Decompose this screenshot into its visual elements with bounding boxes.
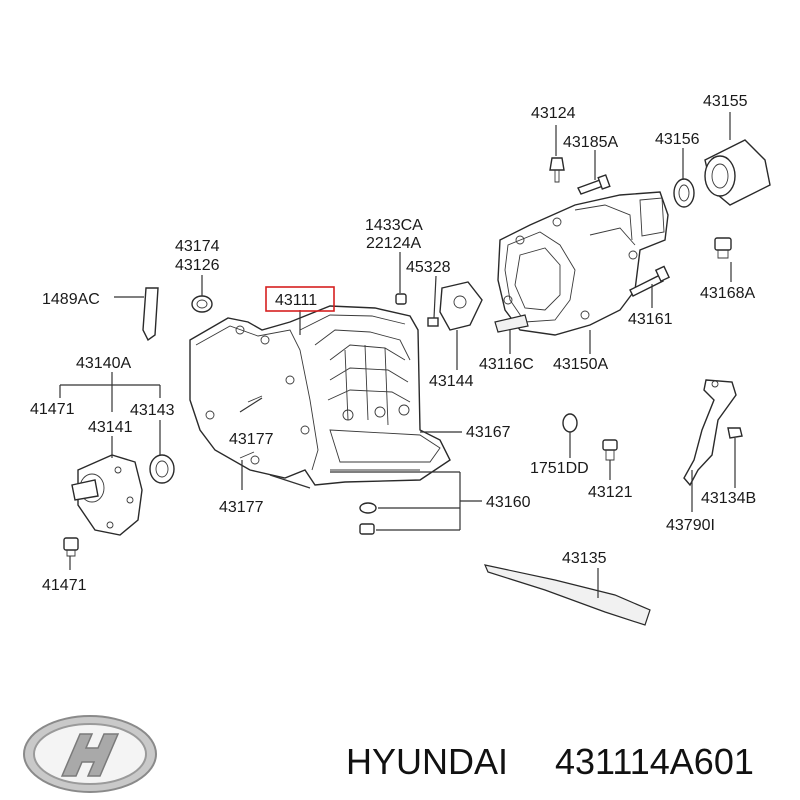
breather-43124[interactable] [549, 157, 565, 183]
bolt-45328[interactable] [427, 317, 439, 327]
brand-name: HYUNDAI [346, 741, 508, 782]
label-43177-lower: 43177 [219, 499, 264, 516]
label-1489ac: 1489AC [42, 291, 100, 308]
label-22124a: 22124A [366, 235, 421, 252]
label-43167: 43167 [466, 424, 511, 441]
label-41471-lower: 41471 [42, 577, 87, 594]
label-43156: 43156 [655, 131, 700, 148]
part-number: 431114A601 [555, 741, 754, 782]
label-43160: 43160 [486, 494, 531, 511]
label-43155: 43155 [703, 93, 748, 110]
callout-labels: 43124 43155 43185A 43156 1433CA 22124A 4… [30, 93, 756, 594]
plate-43144[interactable] [439, 281, 483, 331]
transmission-housing[interactable] [189, 305, 451, 486]
label-43790i: 43790I [666, 517, 715, 534]
label-43185a: 43185A [563, 134, 618, 151]
bushing-43155[interactable] [704, 139, 771, 206]
seal-43143[interactable] [149, 454, 175, 484]
label-43177-upper: 43177 [229, 431, 274, 448]
front-retainer-43141[interactable] [71, 454, 143, 536]
seal-43174[interactable] [191, 295, 213, 313]
label-43111-highlighted: 43111 [275, 292, 317, 309]
label-43134b: 43134B [701, 490, 756, 507]
bolt-43121[interactable] [602, 439, 618, 461]
strip-43135[interactable] [483, 564, 651, 626]
extension-housing[interactable] [497, 191, 669, 336]
clip-1489ac[interactable] [142, 287, 159, 342]
label-43135: 43135 [562, 550, 607, 567]
label-43124: 43124 [531, 105, 576, 122]
label-43116c: 43116C [479, 356, 534, 373]
label-43126: 43126 [175, 257, 220, 274]
washer-43160-upper[interactable] [359, 502, 377, 514]
label-43161: 43161 [628, 311, 673, 328]
bolt-43161[interactable] [629, 265, 670, 297]
hyundai-logo-icon [23, 715, 157, 793]
gasket-43116c[interactable] [494, 314, 529, 333]
plug-43160-lower[interactable] [359, 523, 375, 535]
label-43141: 43141 [88, 419, 133, 436]
bolt-43185a[interactable] [577, 174, 611, 195]
label-1751dd: 1751DD [530, 460, 589, 477]
label-1433ca: 1433CA [365, 217, 423, 234]
label-43150a: 43150A [553, 356, 608, 373]
label-43168a: 43168A [700, 285, 755, 302]
clip-43134b[interactable] [727, 427, 743, 439]
label-41471-upper: 41471 [30, 401, 75, 418]
label-43174: 43174 [175, 238, 220, 255]
seal-43156[interactable] [673, 178, 695, 208]
bracket-43790i[interactable] [683, 379, 737, 487]
plug-43168a[interactable] [714, 237, 732, 259]
highlight-box-43111 [265, 286, 335, 312]
bolt-41471-lower[interactable] [63, 537, 79, 557]
washer-1751dd[interactable] [562, 413, 578, 433]
label-43144: 43144 [429, 373, 474, 390]
leader-lines [59, 112, 736, 598]
label-45328: 45328 [406, 259, 451, 276]
pin-1433ca[interactable] [395, 293, 407, 305]
label-43143: 43143 [130, 402, 175, 419]
label-43121: 43121 [588, 484, 633, 501]
label-43140a: 43140A [76, 355, 131, 372]
